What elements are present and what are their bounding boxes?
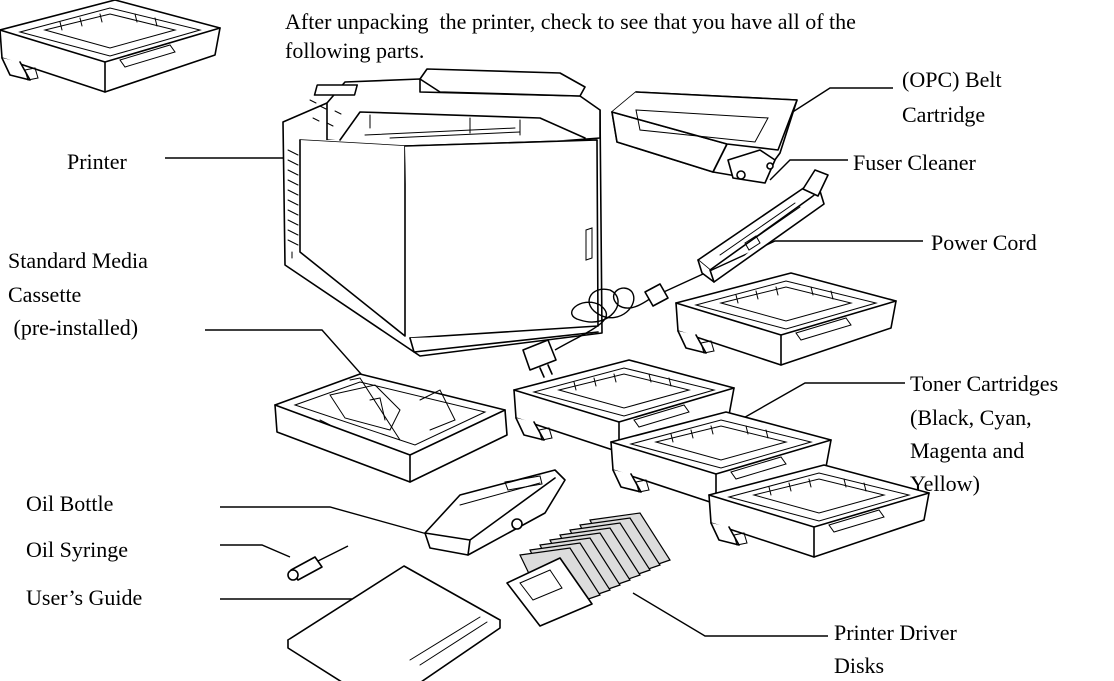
label-oil-bottle: Oil Bottle [26, 491, 114, 516]
label-cassette-line1: Standard Media [8, 248, 148, 273]
leader-driver-disks [632, 592, 828, 637]
label-users-guide: User’s Guide [26, 585, 143, 610]
leader-oil-syringe [220, 544, 291, 558]
leader-power-cord [654, 240, 923, 297]
label-toner-line1: Toner Cartridges [910, 371, 1059, 396]
label-opc-belt-line1: (OPC) Belt [902, 67, 1002, 92]
fuser-cleaner-drawing [697, 169, 829, 283]
opc-belt-cartridge-drawing [611, 91, 798, 184]
leader-toner [732, 382, 905, 425]
label-fuser-cleaner: Fuser Cleaner [853, 150, 976, 175]
toner-cartridge-1 [675, 272, 897, 366]
printer-drawing [282, 68, 603, 357]
label-driver-line1: Printer Driver [834, 620, 957, 645]
label-cassette-line2: Cassette [8, 282, 82, 307]
label-toner-line3: Magenta and [910, 438, 1025, 463]
power-cord-drawing [522, 283, 669, 378]
driver-disks-drawing [506, 512, 671, 627]
intro-line-2: following parts. [285, 38, 425, 63]
label-cassette-line3: (pre-installed) [8, 315, 139, 340]
oil-syringe-drawing [287, 545, 349, 581]
intro-line-1: After unpacking the printer, check to se… [285, 9, 856, 34]
intro-text: After unpacking the printer, check to se… [285, 7, 856, 65]
label-toner-line2: (Black, Cyan, [910, 405, 1032, 430]
toner-cartridge-drawing [0, 0, 221, 93]
label-printer: Printer [67, 149, 127, 174]
cassette-drawing [274, 373, 508, 483]
oil-bottle-drawing [424, 469, 566, 556]
label-power-cord: Power Cord [931, 230, 1037, 255]
leader-fuser-cleaner [769, 159, 848, 181]
label-oil-syringe: Oil Syringe [26, 537, 129, 562]
label-opc-belt-line2: Cartridge [902, 102, 986, 127]
leader-oil-bottle [220, 506, 439, 538]
label-driver-line2: Disks [834, 653, 885, 678]
users-guide-drawing [287, 565, 501, 681]
